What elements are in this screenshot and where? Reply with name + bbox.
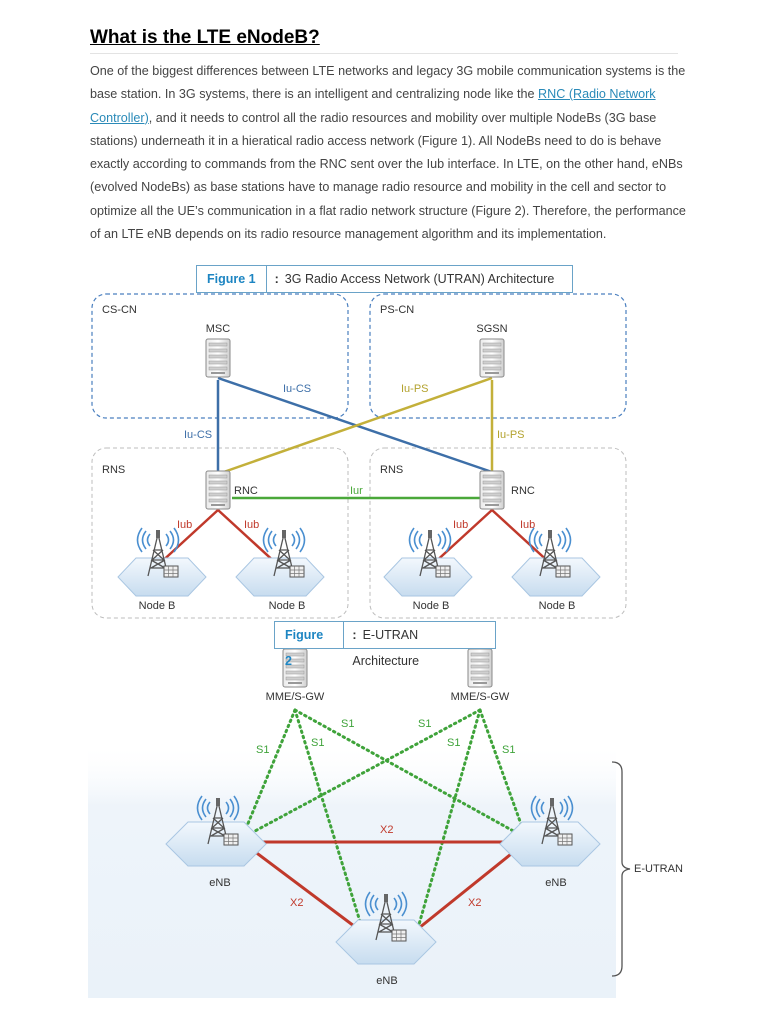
cell-hexagon xyxy=(165,821,267,867)
enb-left: eNB xyxy=(165,795,267,889)
cell-hexagon xyxy=(335,919,437,965)
nodeb-4: Node B xyxy=(511,527,601,612)
cs-cn-label: CS-CN xyxy=(102,304,137,316)
mme-right-server-icon xyxy=(467,648,493,688)
mme-right-label: MME/S-GW xyxy=(451,691,510,703)
figure1-caption: Figure 1 :3G Radio Access Network (UTRAN… xyxy=(196,265,573,293)
figure2-caption-text-wrap: :E-UTRAN Architecture xyxy=(344,622,495,668)
s1-link-1 xyxy=(240,708,297,840)
x2-link-left xyxy=(241,840,363,934)
figure1-caption-text: 3G Radio Access Network (UTRAN) Architec… xyxy=(284,272,555,286)
rns-right-label: RNS xyxy=(380,464,403,476)
iub-label-2: Iub xyxy=(244,519,259,531)
msc-server-icon xyxy=(205,338,231,378)
figure1-colon: : xyxy=(274,272,279,286)
s1-label-5: S1 xyxy=(447,737,460,749)
eutran-bracket xyxy=(611,761,631,977)
iub-link-2 xyxy=(217,509,279,566)
page-title: What is the LTE eNodeB? xyxy=(90,27,320,48)
enb-left-label: eNB xyxy=(209,877,230,889)
s1-label-1: S1 xyxy=(341,718,354,730)
x2-left-label: X2 xyxy=(290,897,303,909)
nodeb-1: Node B xyxy=(117,527,207,612)
iub-link-4 xyxy=(491,509,553,566)
cell-hexagon xyxy=(117,557,207,597)
enb-right: eNB xyxy=(499,795,601,889)
nodeb-3-label: Node B xyxy=(413,600,450,612)
s1-label-6: S1 xyxy=(502,744,515,756)
rns-left-box xyxy=(91,447,349,619)
figure2-colon: : xyxy=(352,628,357,642)
enb-bottom: eNB xyxy=(335,891,437,987)
x2-link-right xyxy=(413,840,527,934)
title-divider xyxy=(90,53,678,54)
figure1-caption-text-wrap: :3G Radio Access Network (UTRAN) Archite… xyxy=(267,266,563,292)
sgsn-server-icon xyxy=(479,338,505,378)
s1-link-2 xyxy=(293,708,528,840)
cs-cn-box xyxy=(91,293,349,419)
enb-bottom-label: eNB xyxy=(376,975,397,987)
iu-cs-left-label: Iu-CS xyxy=(184,429,212,441)
figure2-label: Figure 2 xyxy=(275,622,345,668)
s1-link-6 xyxy=(416,708,482,930)
rns-left-label: RNS xyxy=(102,464,125,476)
iub-label-3: Iub xyxy=(453,519,468,531)
eutran-background-panel xyxy=(88,742,616,998)
iu-ps-top-label: Iu-PS xyxy=(401,383,429,395)
intro-paragraph: One of the biggest differences between L… xyxy=(90,60,690,246)
figure1-label: Figure 1 xyxy=(197,266,267,292)
mme-left-label: MME/S-GW xyxy=(266,691,325,703)
iur-label: Iur xyxy=(350,485,363,497)
rnc-right-label: RNC xyxy=(511,485,535,497)
rnc-left-label: RNC xyxy=(234,485,258,497)
cell-hexagon xyxy=(235,557,325,597)
iu-ps-link-sgsn-rnc-left xyxy=(217,376,493,476)
figure2-caption-text: E-UTRAN Architecture xyxy=(352,628,420,668)
cell-hexagon xyxy=(499,821,601,867)
enb-right-label: eNB xyxy=(545,877,566,889)
nodeb-2: Node B xyxy=(235,527,325,612)
figure1-diagram: CS-CN PS-CN RNS RNS Iu-CS Iu-CS Iu-PS Iu… xyxy=(91,293,627,619)
ps-cn-label: PS-CN xyxy=(380,304,414,316)
iub-link-1 xyxy=(157,509,219,566)
rns-right-box xyxy=(369,447,627,619)
rnc-right-server-icon xyxy=(479,470,505,510)
iub-label-1: Iub xyxy=(177,519,192,531)
x2-top-label: X2 xyxy=(380,824,393,836)
iu-cs-top-label: Iu-CS xyxy=(283,383,311,395)
s1-link-3 xyxy=(293,708,364,930)
s1-label-2: S1 xyxy=(418,718,431,730)
iu-ps-right-label: Iu-PS xyxy=(497,429,525,441)
nodeb-3: Node B xyxy=(383,527,473,612)
intro-text-end: , and it needs to control all the radio … xyxy=(90,110,686,242)
nodeb-1-label: Node B xyxy=(139,600,176,612)
cell-hexagon xyxy=(383,557,473,597)
ps-cn-box xyxy=(369,293,627,419)
s1-label-3: S1 xyxy=(256,744,269,756)
s1-link-4 xyxy=(240,708,482,840)
sgsn-label: SGSN xyxy=(476,323,507,335)
x2-right-label: X2 xyxy=(468,897,481,909)
rnc-left-server-icon xyxy=(205,470,231,510)
s1-link-5 xyxy=(478,708,528,840)
msc-label: MSC xyxy=(206,323,231,335)
rnc-link[interactable]: RNC (Radio Network Controller) xyxy=(90,87,656,125)
iub-link-3 xyxy=(431,509,493,566)
iub-label-4: Iub xyxy=(520,519,535,531)
nodeb-4-label: Node B xyxy=(539,600,576,612)
intro-text-start: One of the biggest differences between L… xyxy=(90,64,686,102)
s1-label-4: S1 xyxy=(311,737,324,749)
figure2-caption: Figure 2 :E-UTRAN Architecture xyxy=(274,621,496,668)
nodeb-2-label: Node B xyxy=(269,600,306,612)
figure2-diagram: E-UTRAN MME/S-GW MME/S-GW S1 S1 S1 S1 S1… xyxy=(88,648,683,998)
eutran-label: E-UTRAN xyxy=(634,863,683,875)
